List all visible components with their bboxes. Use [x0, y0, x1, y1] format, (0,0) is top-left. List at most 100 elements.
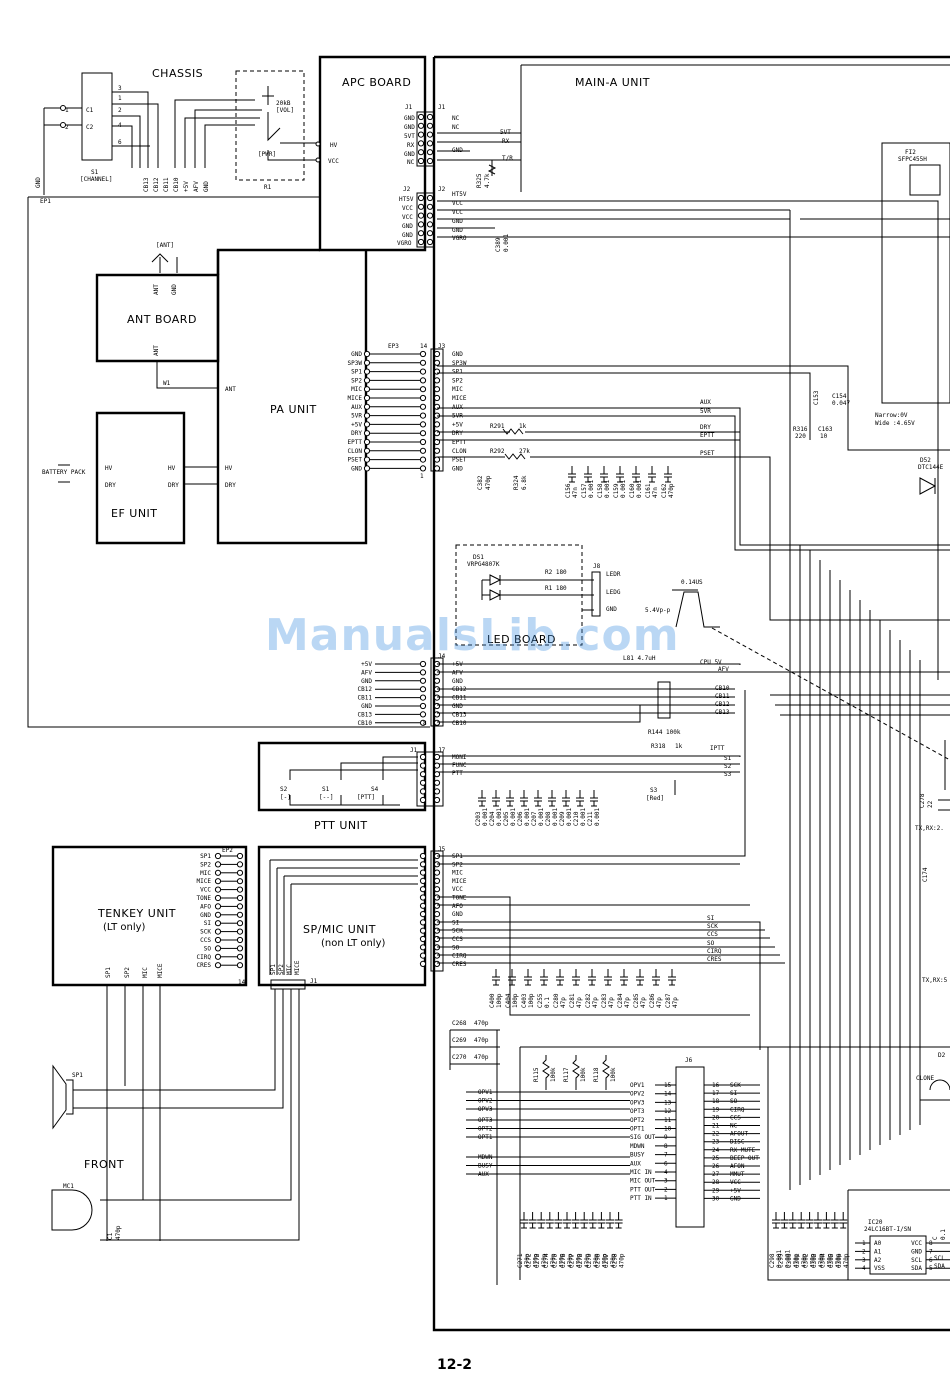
capacitor-symbol: [632, 466, 640, 483]
pa-unit-title: PA UNIT: [270, 403, 317, 416]
j3-pin: [433, 359, 441, 366]
j6-left-num-label: 13: [664, 1099, 672, 1106]
capacitor-symbol: [648, 466, 656, 483]
capacitor-symbol: [588, 1212, 597, 1229]
capacitor-name: C277: [569, 1253, 576, 1268]
clone-label: CLONE: [916, 1075, 934, 1082]
c278-value: 22: [927, 800, 934, 808]
svg-text:VCC: VCC: [452, 200, 463, 207]
svg-text:SI: SI: [707, 915, 715, 922]
net-5vr: 5VR: [700, 408, 711, 415]
svg-text:MICE: MICE: [294, 960, 301, 975]
main-j2-label: J2: [438, 186, 446, 193]
chassis-pin-dot: [60, 122, 66, 128]
j6-right-pins: 161718192021222324252627282930SCKSISOCIR…: [704, 1082, 760, 1202]
j4-pin: [433, 677, 441, 684]
svg-text:S1: S1: [724, 755, 732, 762]
resistor-name: R118: [593, 1067, 600, 1082]
tenkey-subtitle: (LT only): [103, 922, 146, 933]
j3-label: SP2: [452, 377, 463, 384]
svg-text:C269: C269: [452, 1037, 467, 1044]
j6-left-label: MDWN: [630, 1143, 645, 1150]
j3-pin-labels: GNDSP3WSP1SP2MICMICEAUX5VR+5VDRYEPTTCLON…: [419, 348, 467, 472]
j8-ledg: LEDG: [606, 589, 621, 596]
ic20-scl-net: SCL: [934, 1255, 945, 1262]
capacitor-symbol: [590, 790, 598, 807]
ef-hv-right: HV: [168, 465, 176, 472]
pa-label: PSET: [348, 457, 363, 464]
capacitor-symbol: [822, 1212, 831, 1229]
pa-label: 5VR: [351, 413, 362, 420]
right-power-traces: [789, 200, 950, 680]
d52-label: D52: [920, 457, 931, 464]
svg-text:HT5V: HT5V: [399, 196, 414, 203]
c389-label: C389: [495, 237, 502, 252]
apc-j2-label: J2: [403, 186, 411, 193]
resistor-symbol: [602, 1055, 610, 1090]
svg-text:S3: S3: [724, 771, 732, 778]
svg-text:HT5V: HT5V: [452, 191, 467, 198]
j4-left-label: CB11: [358, 695, 373, 702]
connector-pin: [417, 203, 425, 210]
connector-pin: [426, 140, 434, 147]
led-r2: R2 180: [545, 569, 567, 576]
capacitor-value: 47n: [652, 487, 659, 498]
ef-wiring: [58, 464, 218, 485]
capacitor-symbol: [584, 466, 592, 483]
tenkey-label: MICE: [197, 878, 212, 885]
capacitor-value: 470p: [826, 1253, 833, 1268]
spmic-title: SP/MIC UNIT: [303, 923, 376, 936]
chassis-cb12: CB12: [153, 177, 160, 192]
chassis-title: CHASSIS: [152, 67, 203, 80]
j4-label: J4: [438, 653, 446, 660]
capacitor-symbol: [780, 1212, 789, 1229]
tenkey-label: AFO: [200, 903, 211, 910]
j4-label: CB11: [452, 695, 467, 702]
ep1-label: EP1: [40, 198, 51, 205]
svg-text:C268: C268: [452, 1020, 467, 1027]
svg-text:GND: GND: [452, 218, 463, 225]
capacitor-name: C282: [585, 993, 592, 1008]
front-mc1: MC1: [63, 1183, 74, 1190]
j3-label: CLON: [452, 448, 467, 455]
pa-pin-labels: GNDSP3WSP1SP2MICMICEAUX5VR+5VDRYEPTTCLON…: [348, 350, 420, 472]
r291-label: R291: [490, 423, 505, 430]
capacitor-name: C301: [794, 1253, 801, 1268]
ptt-unit-box: [257, 741, 427, 812]
j3-pin: [419, 447, 427, 454]
d52-part: DTC144E: [918, 464, 944, 471]
j5-label: SO: [452, 944, 460, 951]
ptt-s4-desc: [PTT]: [357, 794, 375, 801]
j6-left-label: OPV3: [630, 1099, 645, 1106]
capacitor-name: C283: [601, 993, 608, 1008]
j5-pin: [419, 935, 427, 943]
net-aux: AUX: [700, 399, 711, 406]
r292-resistor: [504, 453, 526, 460]
pa-pin: [363, 438, 371, 446]
c153-label: C153: [813, 390, 820, 405]
c163-label: C163: [818, 426, 833, 433]
j4-pin: [433, 694, 441, 701]
ptt-connector-pin: [419, 788, 427, 795]
pa-label: MIC: [351, 386, 362, 393]
j4-left-pin: [419, 694, 427, 701]
tenkey-pin-labels: SP1SP2MICMICEVCCTONEAFOGNDSISCKCCSSOCIRQ…: [197, 852, 244, 969]
j3-label: PSET: [452, 457, 467, 464]
j3-label: MIC: [452, 386, 463, 393]
tenkey-pin: [214, 911, 222, 918]
ic20-pin-left: VSS: [874, 1265, 885, 1272]
fi2-part: SFPC455H: [898, 156, 927, 163]
j3-pin: [419, 350, 427, 358]
connector-pin: [417, 157, 425, 165]
svg-text:RX: RX: [407, 142, 415, 149]
j6-left-label: OPT2: [630, 1117, 645, 1124]
tenkey-pin: [236, 869, 244, 876]
apc-board-title: APC BOARD: [342, 76, 411, 89]
j5-nets: SI SCK CCS SO CIRQ CRES: [707, 915, 722, 963]
connector-pin: [426, 230, 434, 237]
j4-left-label: CB13: [358, 711, 373, 718]
s3-desc: [Red]: [646, 795, 664, 802]
ef-dry-right: DRY: [168, 482, 179, 489]
j6-left-num-label: 14: [664, 1091, 672, 1098]
